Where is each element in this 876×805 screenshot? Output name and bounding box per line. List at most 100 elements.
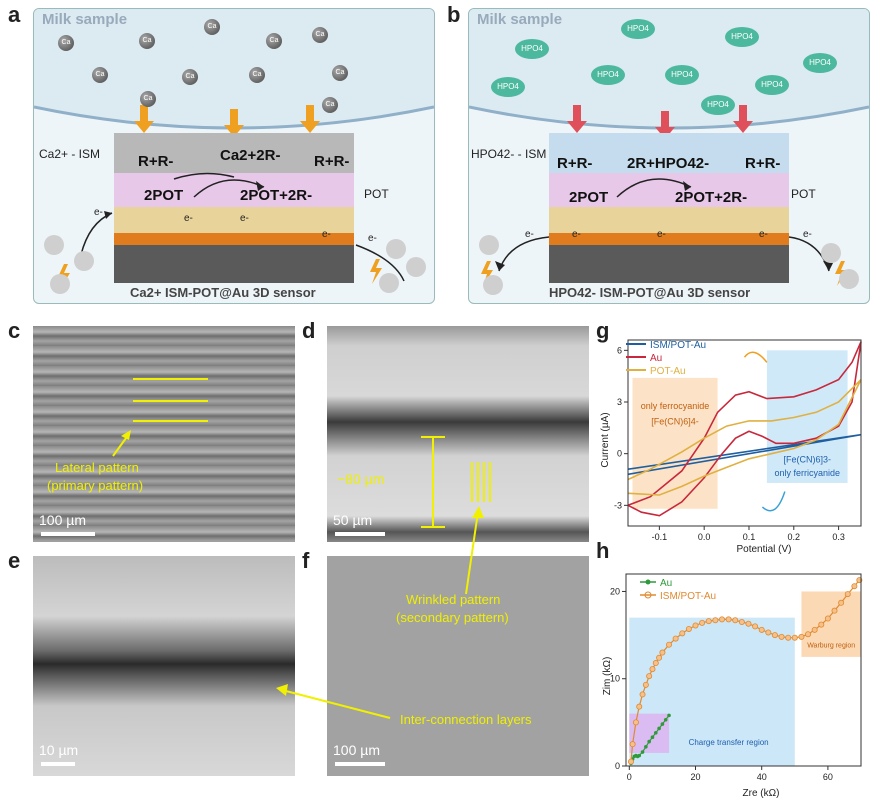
cv-xtick-label: -0.1 <box>652 532 668 542</box>
nyquist-point <box>851 583 858 590</box>
secondary-pattern-label: (secondary pattern) <box>396 610 509 625</box>
phosphate-ion: HPO4 <box>515 39 549 59</box>
electron-label: e- <box>322 229 331 240</box>
calcium-ion: Ca <box>92 67 108 83</box>
lateral-pattern-line <box>133 400 208 402</box>
cv-legend: ISM/POT-Au Au POT-Au <box>626 340 706 377</box>
cv-xtick-label: 0.2 <box>788 532 801 542</box>
nyquist-point <box>656 654 663 661</box>
panel-c-micrograph: Lateral pattern (primary pattern) 100 µm <box>33 326 295 542</box>
right-box-line2: only ferricyanide <box>774 468 840 478</box>
scale-bar-label: 100 µm <box>39 512 86 528</box>
cv-chart-annotations: only ferrocyanide [Fe(CN)6]4- [Fe(CN)6]3… <box>632 350 848 509</box>
electron-label: e- <box>184 213 193 224</box>
nyquist-point <box>699 619 706 626</box>
wrinkle-marker <box>483 462 485 502</box>
nyquist-point <box>660 722 665 726</box>
panel-label-f: f <box>302 548 310 573</box>
nyquist-xtick-label: 40 <box>757 772 767 782</box>
nyquist-point <box>646 673 653 680</box>
dimension-line <box>432 436 434 526</box>
cv-ytick-label: -3 <box>614 500 622 510</box>
panel-e-micrograph: 10 µm <box>33 556 295 776</box>
interconnection-label: Inter-connection layers <box>400 712 532 727</box>
calcium-ion: Ca <box>204 19 220 35</box>
cv-ylabel: Current (µA) <box>600 412 611 467</box>
nyquist-xtick-label: 60 <box>823 772 833 782</box>
nyquist-point <box>811 626 818 633</box>
scale-bar-label: 10 µm <box>39 742 79 758</box>
nyquist-point <box>765 629 772 636</box>
nyquist-point <box>705 618 712 625</box>
panel-b-reaction-center: 2R+HPO42- <box>627 155 710 172</box>
wrinkle-marker <box>489 462 491 502</box>
cv-plot-frame <box>627 339 862 527</box>
panel-a-pot-right: 2POT+2R- <box>240 187 313 204</box>
warburg-label: Warburg region <box>807 642 855 649</box>
nyquist-xtick-label: 20 <box>690 772 700 782</box>
scale-bar <box>335 532 385 536</box>
legend-ism-pot-au: ISM/POT-Au <box>660 591 716 602</box>
left-box-line2: [Fe(CN)6]4- <box>651 416 699 426</box>
panel-b-schematic: Milk sample HPO4 HPO4 HPO4 HPO4 HPO4 HPO… <box>468 8 870 304</box>
calcium-ion: Ca <box>312 27 328 43</box>
nyquist-point <box>649 666 656 673</box>
panel-b-reaction-right: R+R- <box>745 155 781 172</box>
calcium-ion: Ca <box>139 33 155 49</box>
phosphate-ion: HPO4 <box>755 75 789 95</box>
panel-label-a: a <box>8 2 21 27</box>
nyquist-point <box>642 681 649 688</box>
panel-a-reaction-center: Ca2+2R- <box>220 147 281 164</box>
panel-d-micrograph: ~80 µm 50 µm <box>327 326 589 542</box>
nyquist-point <box>771 632 778 639</box>
electron-label: e- <box>368 233 377 244</box>
dimension-cap <box>421 526 445 528</box>
nyquist-point <box>632 719 639 726</box>
calcium-ion: Ca <box>322 97 338 113</box>
calcium-ion: Ca <box>249 67 265 83</box>
panel-label-e: e <box>8 548 21 573</box>
panel-b-pot-right: 2POT+2R- <box>675 189 748 206</box>
nyquist-point <box>838 599 845 606</box>
nyquist-point <box>844 591 851 598</box>
primary-pattern-label: (primary pattern) <box>47 478 144 493</box>
electron-label: e- <box>657 229 666 240</box>
panel-label-h: h <box>596 538 610 563</box>
nyquist-point <box>637 753 642 758</box>
nyquist-point <box>818 621 825 628</box>
wrinkle-marker <box>471 462 473 502</box>
nyquist-point <box>718 616 725 623</box>
nyquist-point <box>679 630 686 637</box>
nyquist-point <box>657 726 661 731</box>
nyquist-point <box>752 623 759 630</box>
scale-bar <box>41 762 75 766</box>
electron-label: e- <box>525 229 534 240</box>
panel-label-g: g <box>596 318 610 343</box>
panel-b-reaction-left: R+R- <box>557 155 593 172</box>
panel-label-d: d <box>302 318 316 343</box>
nyquist-point <box>791 634 798 641</box>
nyquist-point <box>745 620 752 627</box>
scale-bar-label: 50 µm <box>333 512 373 528</box>
phosphate-ion: HPO4 <box>725 27 759 47</box>
cv-xlabel: Potential (V) <box>736 544 791 555</box>
phosphate-ion: HPO4 <box>491 77 525 97</box>
calcium-ion: Ca <box>266 33 282 49</box>
nyquist-point <box>712 617 719 624</box>
wrinkle-marker <box>477 462 479 502</box>
nyquist-point <box>805 631 812 638</box>
legend-au: Au <box>660 578 672 589</box>
nyquist-xlabel: Zre (kΩ) <box>743 788 780 799</box>
panel-a-sensor-title: Ca2+ ISM-POT@Au 3D sensor <box>130 285 316 300</box>
nyquist-point <box>627 758 634 765</box>
lateral-pattern-arrow <box>112 430 131 457</box>
nyquist-point <box>629 741 636 748</box>
nyquist-point <box>738 619 745 626</box>
nyquist-point <box>650 735 655 739</box>
electron-label: e- <box>803 229 812 240</box>
panel-f-micrograph: 100 µm <box>327 556 589 776</box>
calcium-ion: Ca <box>332 65 348 81</box>
nyquist-point <box>639 691 646 698</box>
cv-ytick-label: 0 <box>617 449 622 459</box>
